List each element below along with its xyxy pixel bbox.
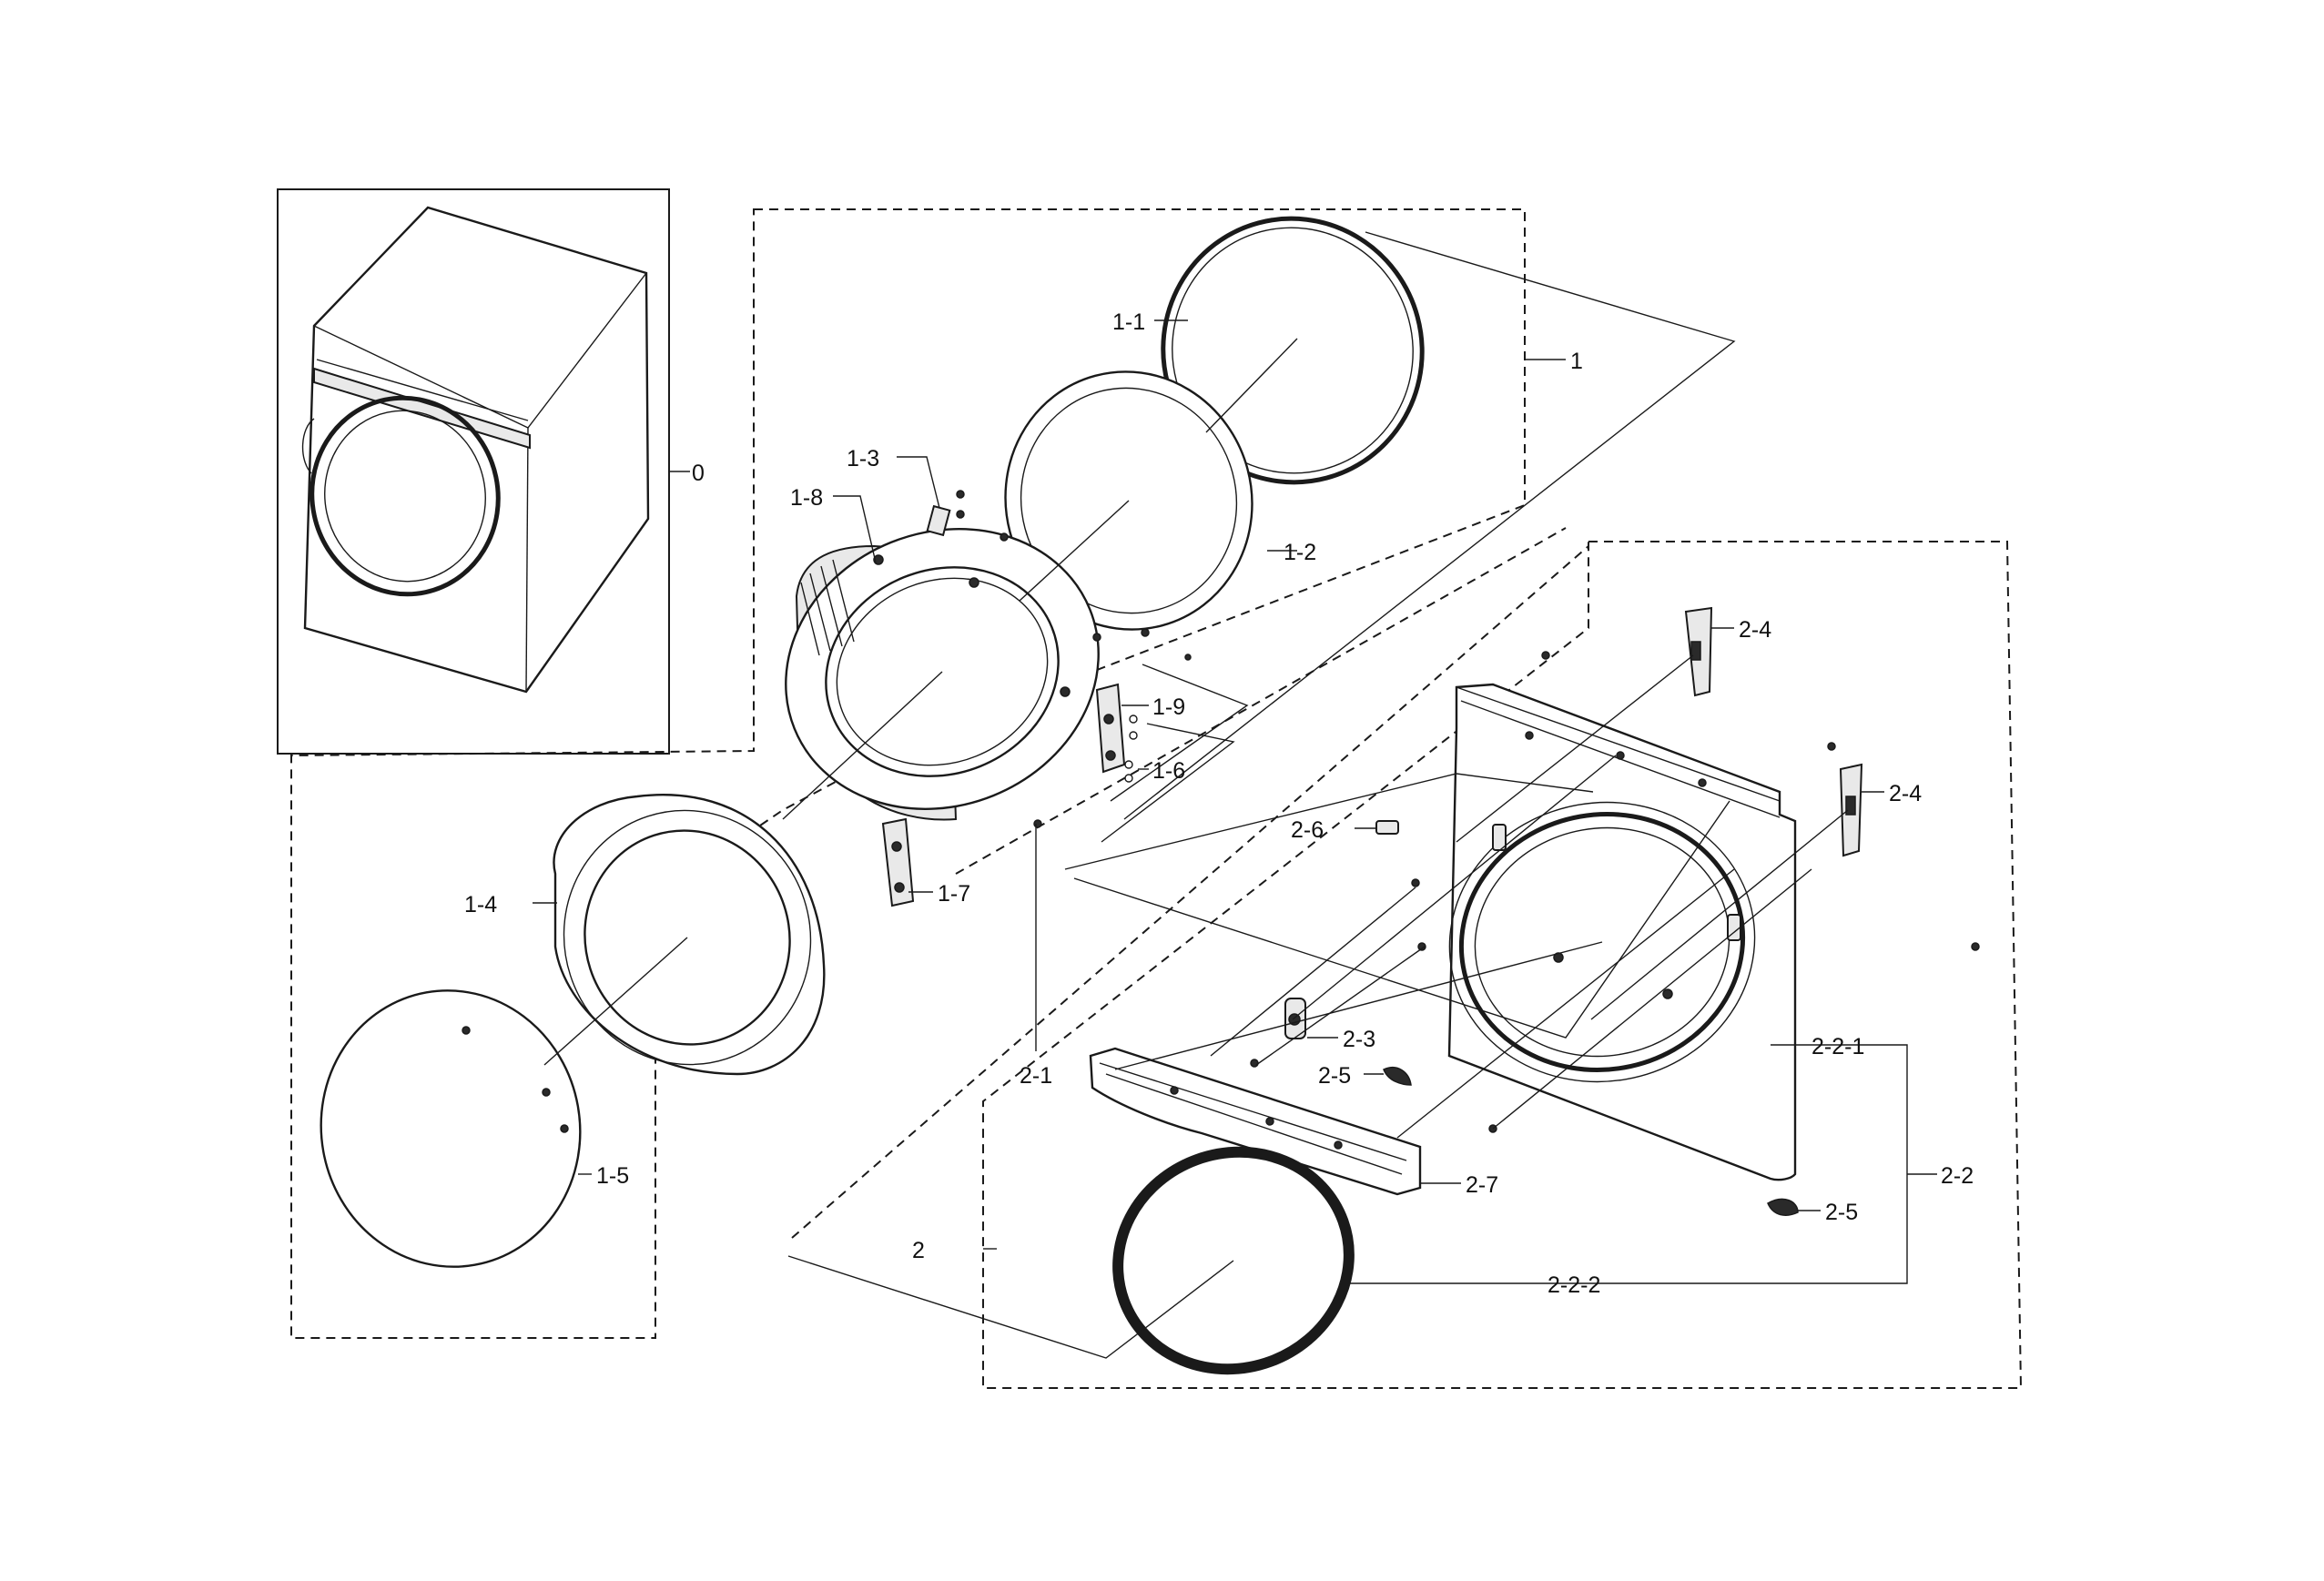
callout-labels: 0 1 1-1 1-2 1-3 1-4 1-5 1-6 1-7 1-8 1-9 …	[464, 309, 1974, 1298]
callout-1-2: 1-2	[1284, 540, 1316, 565]
callout-1-1: 1-1	[1112, 309, 1145, 335]
callout-2-6: 2-6	[1291, 817, 1324, 843]
callout-1-8: 1-8	[790, 485, 823, 511]
assembly-2-outer-guide	[791, 545, 1589, 1239]
callout-2-2-2: 2-2-2	[1548, 1272, 1600, 1298]
callout-1-4: 1-4	[464, 892, 497, 917]
dryer-unit-illustration	[301, 206, 650, 694]
callout-2-4-right: 2-4	[1889, 781, 1922, 806]
part-2-4-bracket-right	[1839, 763, 1863, 857]
part-2-2-1-front-panel	[1447, 683, 1797, 1181]
part-1-9-hinge	[1092, 628, 1192, 774]
callout-2-7: 2-7	[1466, 1172, 1498, 1198]
part-2-6-clip	[1375, 820, 1399, 835]
part-2-7-control-panel	[1089, 1047, 1422, 1196]
part-2-4-bracket-top	[1684, 606, 1713, 697]
callout-2-2-1: 2-2-1	[1812, 1034, 1864, 1059]
callout-0: 0	[692, 461, 705, 486]
callout-1-3: 1-3	[847, 446, 879, 471]
part-1-4-outer-door	[553, 794, 826, 1076]
part-2-2-2-gasket	[1112, 1146, 1355, 1375]
callout-2-4-top: 2-4	[1739, 617, 1771, 643]
part-1-5-outer-glass	[320, 989, 582, 1268]
assembly-1-boundary	[290, 208, 1526, 1339]
callout-1-7: 1-7	[938, 881, 970, 907]
assembly-2-boundary	[982, 541, 2023, 1389]
callout-2-3: 2-3	[1343, 1027, 1375, 1052]
callout-1: 1	[1570, 349, 1583, 374]
callout-2-1: 2-1	[1020, 1063, 1052, 1089]
callout-2-2: 2-2	[1941, 1163, 1974, 1189]
callout-1-5: 1-5	[596, 1163, 629, 1189]
part-1-3-clip	[926, 490, 1009, 542]
callout-2: 2	[912, 1238, 925, 1263]
part-1-8-door-frame	[785, 528, 1100, 821]
part-1-7-hinge-block	[881, 817, 915, 907]
part-1-6-pin-plate	[1124, 760, 1133, 783]
part-2-3-switch	[1250, 998, 1306, 1068]
callout-2-5-a: 2-5	[1318, 1063, 1351, 1089]
callout-2-5-b: 2-5	[1825, 1200, 1858, 1225]
callout-1-9: 1-9	[1152, 694, 1185, 720]
part-2-5-piece-b	[1767, 1198, 1799, 1216]
assembly-2-leaders	[787, 627, 1937, 1359]
assembly-1-leaders	[533, 231, 1736, 1175]
callout-1-6: 1-6	[1152, 758, 1185, 784]
part-2-5-piece-a	[1383, 1066, 1412, 1086]
